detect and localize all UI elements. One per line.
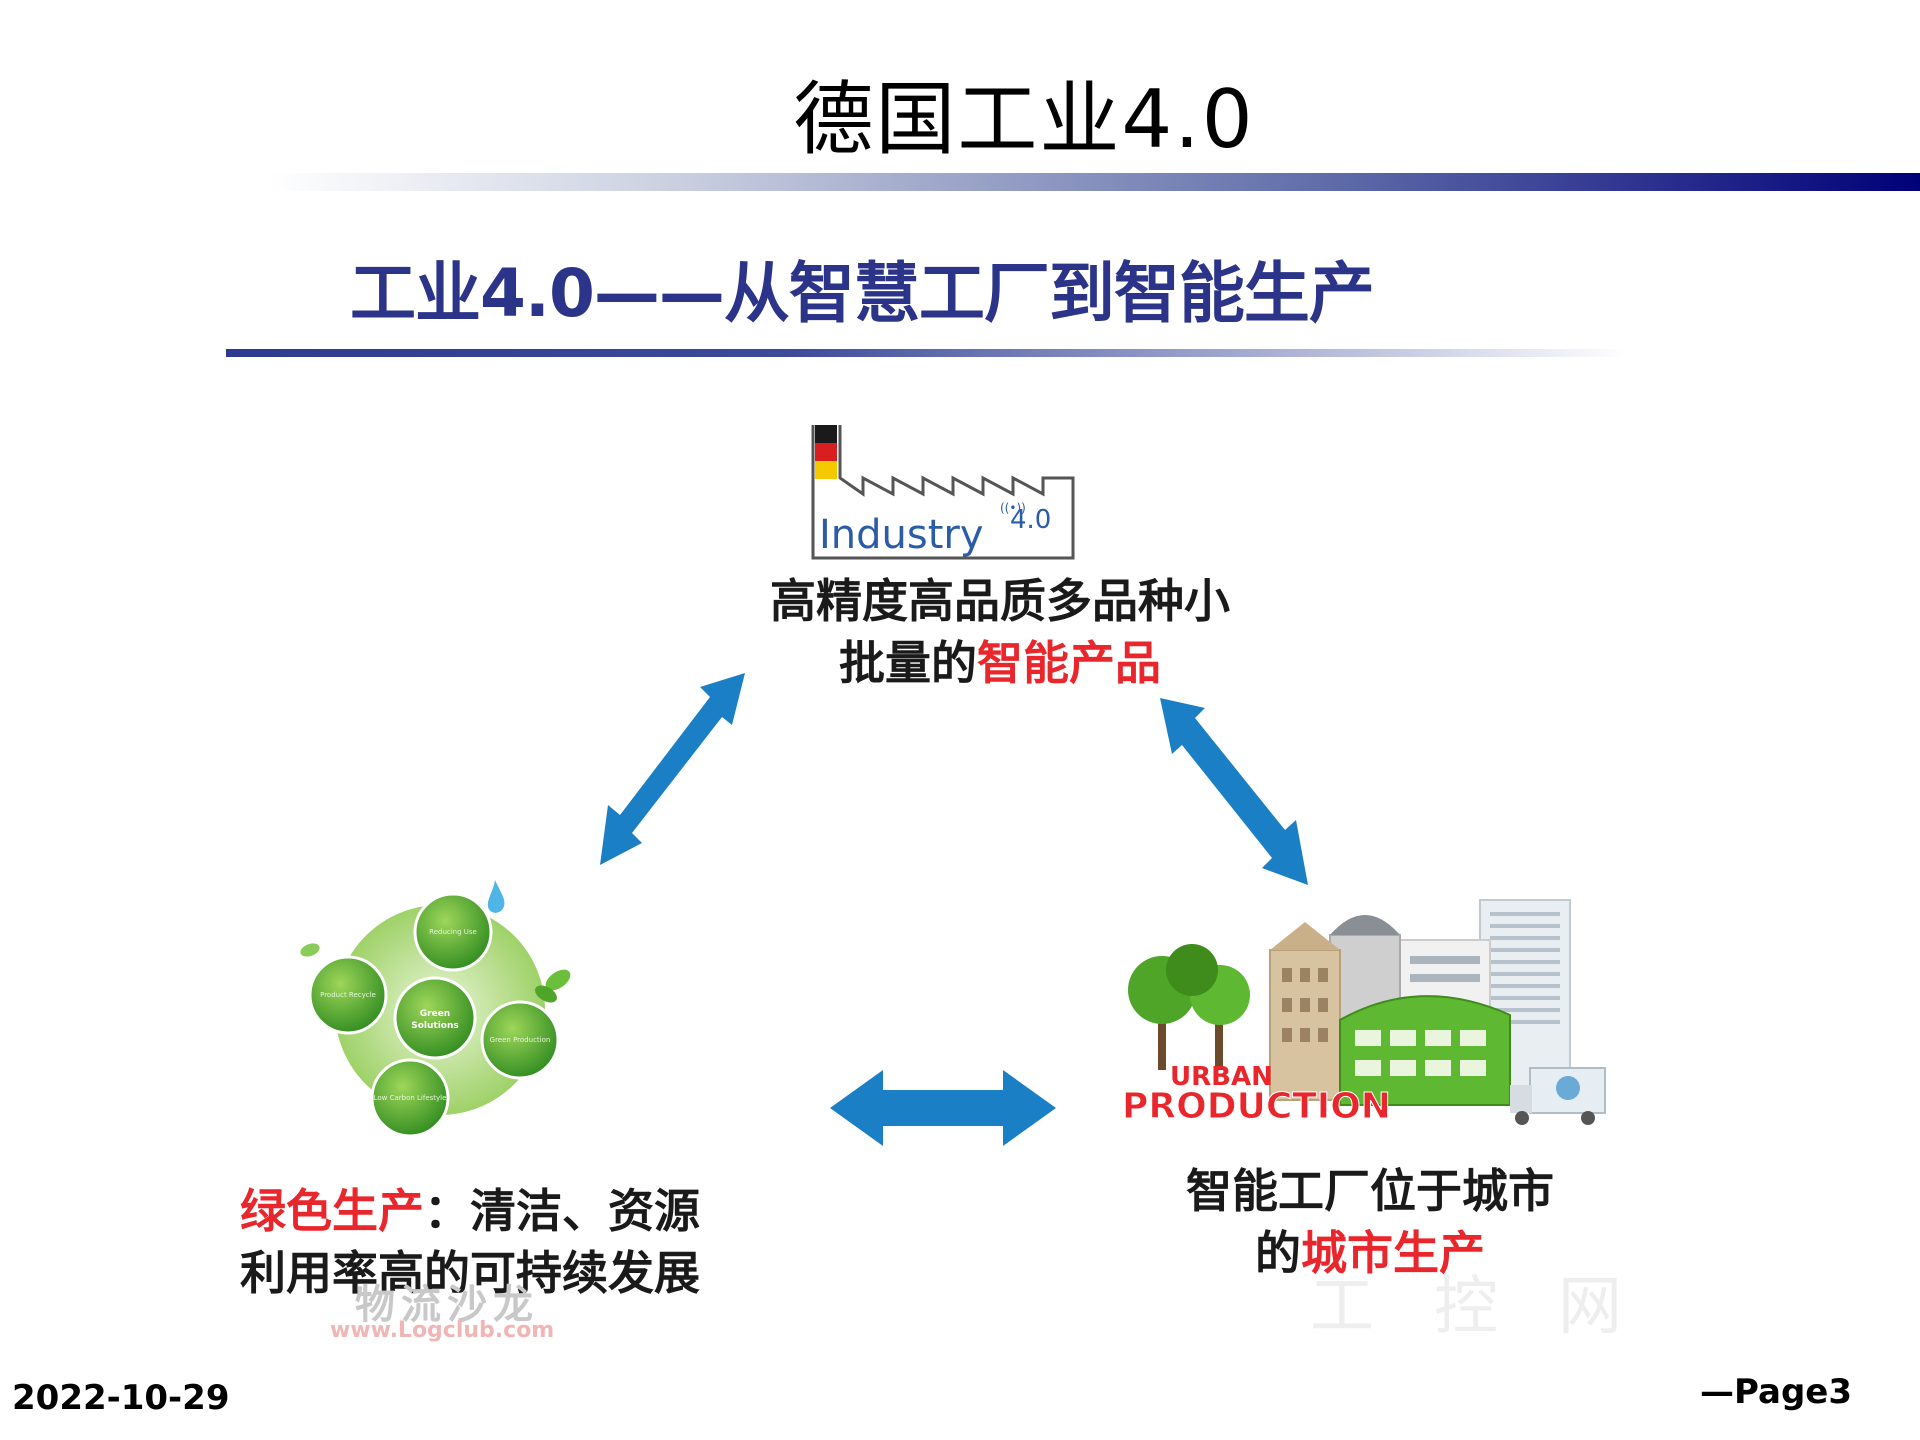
slide-title: 德国工业4.0	[793, 73, 1255, 166]
svg-text:Low Carbon Lifestyle: Low Carbon Lifestyle	[374, 1094, 447, 1102]
arrow-left-diagonal	[600, 673, 745, 865]
footer-date: 2022-10-29	[12, 1378, 230, 1418]
svg-text:Product Recycle: Product Recycle	[320, 991, 376, 999]
watermark-right: 工控网	[1310, 1270, 1682, 1344]
svg-text:Reducing Use: Reducing Use	[429, 928, 477, 936]
right-caption-line1: 智能工厂位于城市	[1186, 1164, 1554, 1218]
logo-version: 4.0	[1010, 505, 1051, 535]
footer-page-number: —Page3	[1700, 1372, 1853, 1412]
top-caption-line1: 高精度高品质多品种小	[770, 574, 1230, 628]
subtitle-rule	[226, 349, 1626, 357]
right-caption: 智能工厂位于城市 的城市生产	[1140, 1160, 1600, 1284]
production-label: PRODUCTION	[1122, 1086, 1391, 1127]
title-gradient-rule	[270, 173, 1920, 191]
arrow-right-diagonal	[1160, 698, 1308, 885]
left-caption: 绿色生产：清洁、资源 利用率高的可持续发展	[240, 1180, 780, 1304]
watermark-left: 物流沙龙	[355, 1281, 539, 1328]
green-solutions-graphic: Green Solutions Reducing Use Product Rec…	[300, 880, 571, 1138]
top-caption: 高精度高品质多品种小 批量的智能产品	[700, 570, 1300, 694]
svg-text:Green: Green	[420, 1009, 450, 1019]
green-production-highlight: 绿色生产	[240, 1184, 424, 1238]
watermark-left-url: www.Logclub.com	[330, 1318, 555, 1343]
right-caption-line2: 的城市生产	[1255, 1226, 1485, 1280]
urban-production-graphic: URBAN PRODUCTION	[1122, 899, 1606, 1128]
left-caption-line2: 利用率高的可持续发展	[240, 1246, 700, 1300]
svg-text:((•)): ((•))	[1000, 501, 1026, 515]
left-caption-line1: 绿色生产：清洁、资源	[240, 1184, 700, 1238]
top-caption-line2: 批量的智能产品	[839, 636, 1161, 690]
figure-subtitle: 工业4.0——从智慧工厂到智能生产	[350, 255, 1375, 332]
arrow-horizontal	[830, 1070, 1056, 1146]
logo-text: Industry	[819, 512, 984, 558]
urban-label: URBAN	[1170, 1062, 1273, 1092]
svg-text:Solutions: Solutions	[411, 1021, 459, 1031]
smart-product-highlight: 智能产品	[977, 636, 1161, 690]
urban-production-highlight: 城市生产	[1301, 1226, 1485, 1280]
svg-text:Green Production: Green Production	[490, 1036, 551, 1044]
industry-4-logo: Industry 4.0 ((•))	[811, 425, 1075, 560]
